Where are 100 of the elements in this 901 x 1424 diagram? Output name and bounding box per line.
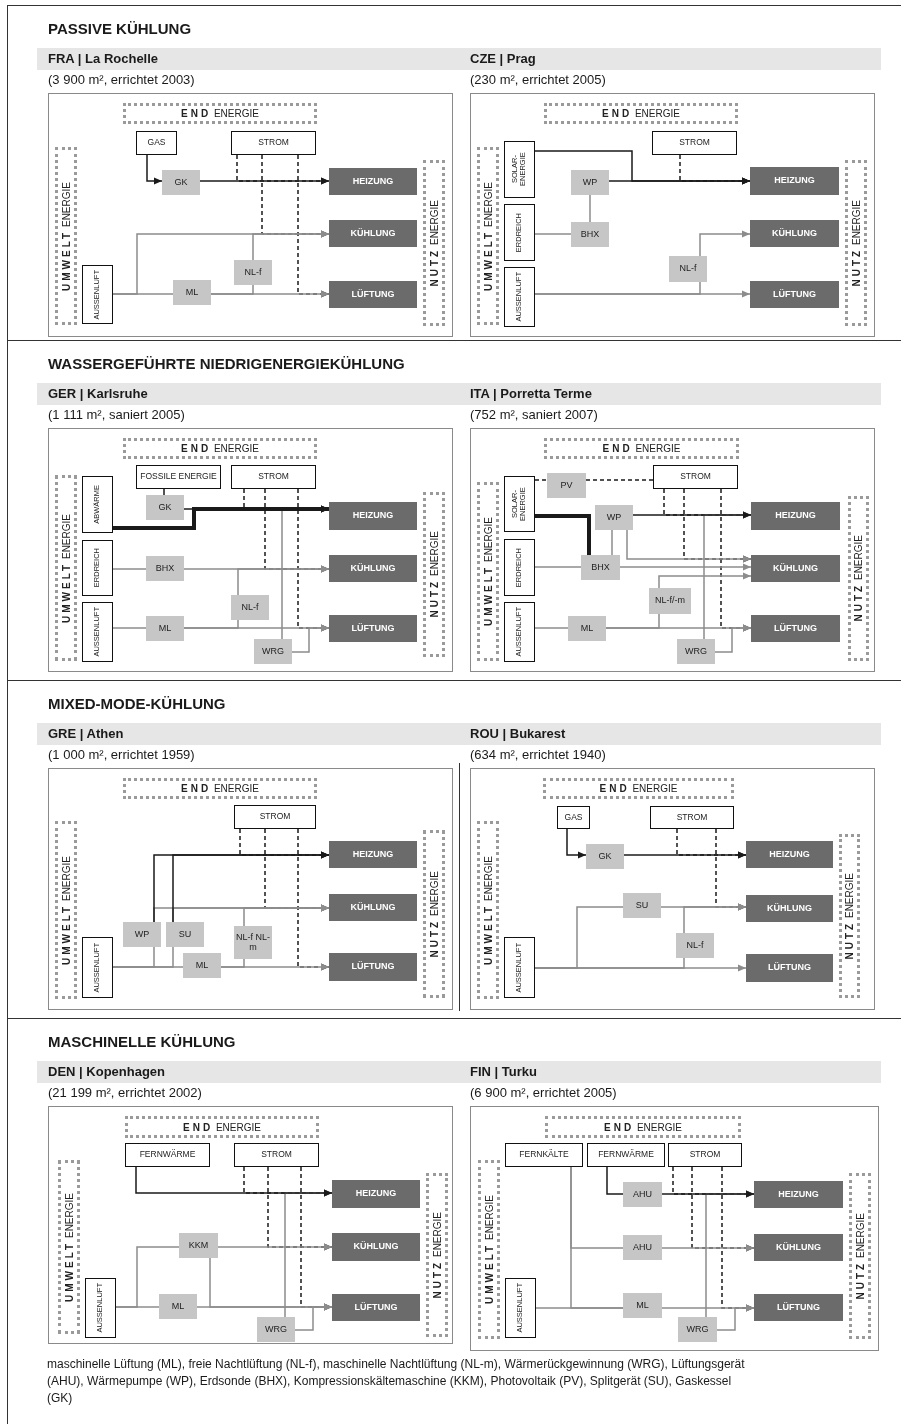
section-title: PASSIVE KÜHLUNG xyxy=(48,19,192,39)
output-box: LÜFTUNG xyxy=(754,1294,843,1321)
component-box: WP xyxy=(571,170,609,195)
output-box: LÜFTUNG xyxy=(750,281,839,308)
dotted-box: END ENERGIE xyxy=(543,778,734,799)
source-box: GAS xyxy=(557,806,590,829)
output-box: HEIZUNG xyxy=(329,841,417,868)
output-box: KÜHLUNG xyxy=(329,555,417,582)
output-box: HEIZUNG xyxy=(754,1181,843,1208)
component-box: SU xyxy=(166,922,204,947)
output-box: LÜFTUNG xyxy=(746,954,833,982)
source-box: STROM xyxy=(652,131,737,155)
panel-subtitle: (230 m², errichtet 2005) xyxy=(469,71,607,89)
section-title: WASSERGEFÜHRTE NIEDRIGENERGIEKÜHLUNG xyxy=(48,354,405,374)
panel-subtitle: (1 000 m², errichtet 1959) xyxy=(47,746,196,764)
source-box: GAS xyxy=(136,131,177,155)
output-box: LÜFTUNG xyxy=(329,281,417,308)
dotted-box: END ENERGIE xyxy=(125,1116,319,1138)
dotted-box: UMWELT ENERGIE xyxy=(477,147,499,325)
component-box: ML xyxy=(623,1293,662,1318)
dotted-box: UMWELT ENERGIE xyxy=(55,821,77,999)
output-box: HEIZUNG xyxy=(329,502,417,530)
component-box: ML xyxy=(146,616,184,641)
component-box: GK xyxy=(162,170,200,195)
output-box: KÜHLUNG xyxy=(329,220,417,247)
dotted-box: UMWELT ENERGIE xyxy=(477,482,499,661)
output-box: KÜHLUNG xyxy=(332,1233,420,1261)
source-box: STROM xyxy=(234,1143,319,1167)
section-band xyxy=(7,5,901,340)
component-box: NL-f xyxy=(676,933,714,958)
component-box: NL-f NL-m xyxy=(234,926,272,959)
section-band xyxy=(7,340,901,680)
panel-heading: FIN | Turku xyxy=(459,1061,881,1083)
source-box: STROM xyxy=(234,805,316,829)
panel-heading: GER | Karlsruhe xyxy=(37,383,459,405)
output-box: HEIZUNG xyxy=(332,1180,420,1208)
component-box: GK xyxy=(146,495,184,520)
source-box: FERNWÄRME xyxy=(125,1143,210,1167)
component-box: BHX xyxy=(581,555,620,580)
panel-subtitle: (752 m², saniert 2007) xyxy=(469,406,599,424)
dotted-box: END ENERGIE xyxy=(545,1116,741,1138)
component-box: WRG xyxy=(257,1317,295,1342)
component-box: BHX xyxy=(571,222,609,247)
output-box: KÜHLUNG xyxy=(754,1234,843,1261)
dotted-box: UMWELT ENERGIE xyxy=(55,475,77,661)
component-box: ML xyxy=(159,1294,197,1319)
component-box: NL-f/-m xyxy=(649,588,691,614)
output-box: HEIZUNG xyxy=(746,841,833,868)
section-band xyxy=(7,1018,901,1424)
dotted-box: END ENERGIE xyxy=(123,438,317,459)
output-box: HEIZUNG xyxy=(751,502,840,530)
dotted-box: UMWELT ENERGIE xyxy=(55,147,77,325)
dotted-box: NUTZ ENERGIE xyxy=(426,1173,448,1337)
component-box: ML xyxy=(568,616,606,641)
source-box: STROM xyxy=(231,131,316,155)
dotted-box: NUTZ ENERGIE xyxy=(423,492,445,657)
source-box: STROM xyxy=(668,1143,742,1167)
output-box: HEIZUNG xyxy=(750,167,839,195)
component-box: SU xyxy=(623,893,661,918)
dotted-box: UMWELT ENERGIE xyxy=(477,821,499,999)
dotted-box: NUTZ ENERGIE xyxy=(423,830,445,998)
dotted-box: NUTZ ENERGIE xyxy=(423,160,445,326)
output-box: KÜHLUNG xyxy=(746,895,833,922)
component-box: NL-f xyxy=(231,595,269,620)
source-box: STROM xyxy=(231,465,316,489)
output-box: LÜFTUNG xyxy=(332,1294,420,1321)
source-box: FOSSILE ENERGIE xyxy=(136,465,221,489)
panel-subtitle: (6 900 m², errichtet 2005) xyxy=(469,1084,618,1102)
component-box: WRG xyxy=(678,1317,717,1342)
section-title: MIXED-MODE-KÜHLUNG xyxy=(48,694,226,714)
dotted-box: NUTZ ENERGIE xyxy=(839,834,860,998)
panel-heading: GRE | Athen xyxy=(37,723,459,745)
source-box: FERNKÄLTE xyxy=(505,1143,583,1167)
panel-subtitle: (3 900 m², errichtet 2003) xyxy=(47,71,196,89)
dotted-box: END ENERGIE xyxy=(123,103,317,124)
panel-heading: ITA | Porretta Terme xyxy=(459,383,881,405)
dotted-box: UMWELT ENERGIE xyxy=(58,1160,80,1334)
panel-heading: DEN | Kopenhagen xyxy=(37,1061,459,1083)
component-box: WRG xyxy=(677,639,715,664)
source-box: FERNWÄRME xyxy=(587,1143,665,1167)
panel-heading: ROU | Bukarest xyxy=(459,723,881,745)
component-box: WP xyxy=(123,922,161,947)
dotted-box: END ENERGIE xyxy=(123,778,317,799)
panel-heading: CZE | Prag xyxy=(459,48,881,70)
panel-subtitle: (1 111 m², saniert 2005) xyxy=(47,406,186,424)
component-box: WRG xyxy=(254,639,292,664)
component-box: NL-f xyxy=(669,256,707,282)
dotted-box: NUTZ ENERGIE xyxy=(849,1173,871,1339)
component-box: KKM xyxy=(179,1233,218,1258)
component-box: WP xyxy=(595,505,633,530)
output-box: LÜFTUNG xyxy=(329,615,417,642)
component-box: ML xyxy=(183,953,221,978)
component-box: GK xyxy=(586,844,624,869)
section-band xyxy=(7,680,901,1018)
dotted-box: END ENERGIE xyxy=(544,103,738,124)
output-box: KÜHLUNG xyxy=(329,894,417,921)
footnote: maschinelle Lüftung (ML), freie Nachtlüftung (NL-f), maschinelle Nachtlüftung (NL-m), Wärmerückgewinnung (WRG), Lüftungsgerät (AHU), Wärmepumpe (WP), Erdsonde (BHX), Kompressionskältemaschine (KKM), Photovoltaik (PV), Splitgerät (SU), Gaskessel (GK) xyxy=(47,1356,746,1407)
panel-subtitle: (21 199 m², errichtet 2002) xyxy=(47,1084,203,1102)
source-box: STROM xyxy=(650,806,734,829)
output-box: KÜHLUNG xyxy=(750,220,839,247)
